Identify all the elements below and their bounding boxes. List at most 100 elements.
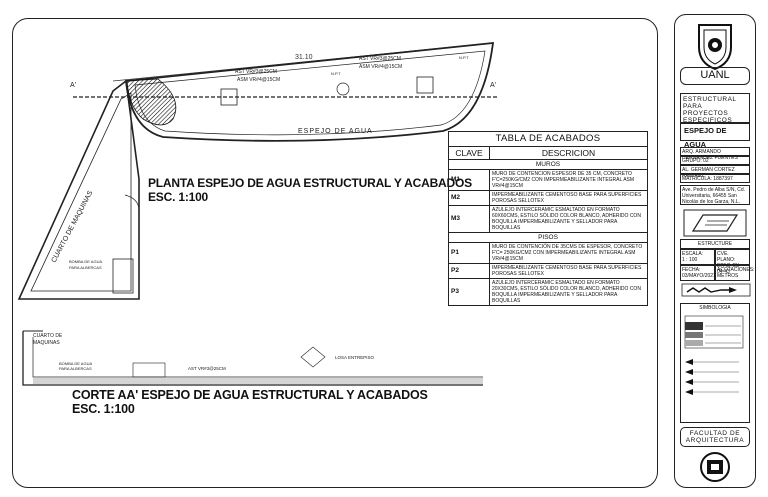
table-row: M3 AZULEJO INTERCERAMIC ESMALTADO EN FOR… <box>448 205 648 233</box>
symbology-legend-icon <box>684 315 744 395</box>
section-title: CORTE AA' ESPEJO DE AGUA ESTRUCTURAL Y A… <box>72 388 428 416</box>
dimensions-value: METROS <box>717 273 739 279</box>
machine-room-wall <box>17 79 140 300</box>
plan-key-label: CVE. PLANO: <box>717 251 736 263</box>
section-title-line1: CORTE AA' ESPEJO DE AGUA ESTRUCTURAL Y A… <box>72 388 428 402</box>
faculty-name: FACULTAD DE ARQUITECTURA <box>680 427 750 447</box>
rebar-label: ASM VR#4@15CM <box>237 77 280 83</box>
table-cell-desc: MURO DE CONTENCION ESPESOR DE 35 CM, CON… <box>489 169 648 191</box>
faculty-line: ARQUITECTURA <box>685 437 745 444</box>
north-arrow-icon <box>681 283 751 297</box>
column-box <box>220 88 238 106</box>
table-header-desc: DESCRICION <box>489 146 648 160</box>
plan-key-value: EPAG-CU-04-43 <box>717 263 742 275</box>
symbology-title: SIMBOLOGIA <box>699 305 731 311</box>
section-room-label: MAQUINAS <box>33 340 60 346</box>
pool-outline <box>125 41 495 142</box>
table-header-key: CLAVE <box>448 146 490 160</box>
group-label: GRUPO: 02 <box>680 156 750 165</box>
section-inner-line <box>32 337 483 378</box>
professor-name: ARQ. ARMANDO HERNANDEZ FUENTES <box>680 147 750 161</box>
table-row: M2 IMPERMEABILIZANTE CEMENTOSO BASE PARA… <box>448 190 648 206</box>
rebar-label: ASM VR#4@15CM <box>359 64 402 70</box>
section-outline <box>22 331 483 386</box>
hatched-structure <box>126 78 177 126</box>
table-cell-desc: MURO DE CONTENCIÓN DE 35CMS DE ESPESOR, … <box>489 242 648 264</box>
scale-cell: ESCALA: 1 : 100 <box>680 249 715 265</box>
student-name: AL. GERMAN CORTEZ RAMIREZ <box>680 165 750 179</box>
date-cell: FECHA: 03/MAYO/2021 <box>680 265 716 281</box>
table-cell-code: P3 <box>448 278 490 306</box>
level-label: N.P.T <box>459 55 469 60</box>
plan-title-line1: PLANTA ESPEJO DE AGUA ESTRUCTURAL Y ACAB… <box>148 176 472 190</box>
university-name: UANL <box>680 67 750 85</box>
finishes-table: TABLA DE ACABADOS CLAVE DESCRICION MUROS… <box>448 131 648 306</box>
section-pump-label: PARA ALBERCAS <box>59 366 92 371</box>
plan-key-cell: CVE. PLANO: EPAG-CU-04-43 <box>715 249 750 275</box>
section-room-label: CUARTO DE <box>33 333 63 339</box>
dimension-text: 31.10 <box>295 54 313 61</box>
location-map-icon <box>683 209 747 237</box>
faculty-line: FACULTAD DE <box>689 430 741 437</box>
pump-label: BOMBA DE AGUA <box>69 259 102 264</box>
table-section-walls: MUROS <box>448 159 648 170</box>
scale-label: ESCALA: <box>682 251 704 257</box>
drawing-sheet: 31.10 A' A' ESPEJO DE AGUA AST VR#3@25CM… <box>12 18 658 488</box>
uanl-shield-icon <box>698 24 732 71</box>
student-id: MATRICULA: 1887397 <box>680 174 750 183</box>
table-cell-code: M1 <box>448 169 490 191</box>
plan-title-scale: ESC. 1:100 <box>148 190 209 204</box>
rebar-label: AST VR#3@25CM <box>235 69 277 75</box>
date-value: 03/MAYO/2021 <box>682 273 716 279</box>
table-row: P3 AZULEJO INTERCERAMIC ESMALTADO EN FOR… <box>448 278 648 306</box>
section-detail-marker <box>300 346 326 368</box>
table-section-floors: PISOS <box>448 232 648 243</box>
pump-equipment <box>112 258 134 294</box>
table-cell-code: P2 <box>448 263 490 279</box>
rebar-label: AST VR#3@25CM <box>359 56 401 62</box>
table-row: M1 MURO DE CONTENCION ESPESOR DE 35 CM, … <box>448 169 648 191</box>
pool-label: ESPEJO DE AGUA <box>298 128 373 135</box>
pool-inner-outline <box>134 50 486 136</box>
pump-label: PARA ALBERCAS <box>69 265 102 270</box>
table-cell-desc: IMPERMEABILIZANTE CEMENTOSO BASE PARA SU… <box>489 263 648 279</box>
table-row: P1 MURO DE CONTENCIÓN DE 35CMS DE ESPESO… <box>448 242 648 264</box>
table-title: TABLA DE ACABADOS <box>448 131 648 147</box>
sheet-name: ESPEJO DE AGUA <box>680 123 750 149</box>
pump-section-box <box>132 362 166 378</box>
table-cell-desc: IMPERMEABILIZANTE CEMENTOSO BASE PARA SU… <box>489 190 648 206</box>
faculty-logo-icon <box>700 452 730 482</box>
table-cell-code: P1 <box>448 242 490 264</box>
table-cell-desc: AZULEJO INTERCERAMIC ESMALTADO EN FORMAT… <box>489 278 648 306</box>
section-mark-left: A' <box>70 82 76 89</box>
table-cell-code: M3 <box>448 205 490 233</box>
symbology-panel: SIMBOLOGIA <box>680 303 750 423</box>
door-swing <box>124 194 140 216</box>
table-row: P2 IMPERMEABILIZANTE CEMENTOSO BASE PARA… <box>448 263 648 279</box>
section-title-scale: ESC. 1:100 <box>72 402 135 416</box>
plan-drawing: 31.10 A' A' ESPEJO DE AGUA AST VR#3@25CM… <box>17 41 498 386</box>
machine-room-inner-wall <box>30 92 132 292</box>
section-mark-right: A' <box>490 82 496 89</box>
project-line: PROYECTOS <box>683 110 729 117</box>
drawing-type: ESTRUCTURE <box>680 239 750 249</box>
project-line: ESPECIFICOS <box>683 117 733 124</box>
level-symbol <box>336 82 350 96</box>
date-label: FECHA: <box>682 267 701 273</box>
project-name: ESTRUCTURAL PARA PROYECTOS ESPECIFICOS <box>680 93 750 124</box>
scale-value: 1 : 100 <box>682 257 698 263</box>
address: Ave. Pedro de Alba S/N, Cd. Universitari… <box>680 185 750 205</box>
column-box <box>416 76 434 94</box>
section-rebar-label: AST VR#3@25CM <box>188 366 226 371</box>
title-block: UANL ESTRUCTURAL PARA PROYECTOS ESPECIFI… <box>674 14 756 488</box>
table-cell-desc: AZULEJO INTERCERAMIC ESMALTADO EN FORMAT… <box>489 205 648 233</box>
dimensions-cell: ACOTACIONES: METROS <box>715 265 755 281</box>
machine-room-label: CUARTO DE MAQUINAS <box>51 190 95 264</box>
project-line: ESTRUCTURAL PARA <box>683 96 737 110</box>
section-pump-label: BOMBA DE AGUA <box>59 361 92 366</box>
plan-title: PLANTA ESPEJO DE AGUA ESTRUCTURAL Y ACAB… <box>148 176 472 204</box>
dimensions-label: ACOTACIONES: <box>717 267 755 273</box>
level-label: N.P.T <box>331 71 341 76</box>
table-cell-code: M2 <box>448 190 490 206</box>
slab-label: LOSA ENTREPISO <box>335 355 375 360</box>
